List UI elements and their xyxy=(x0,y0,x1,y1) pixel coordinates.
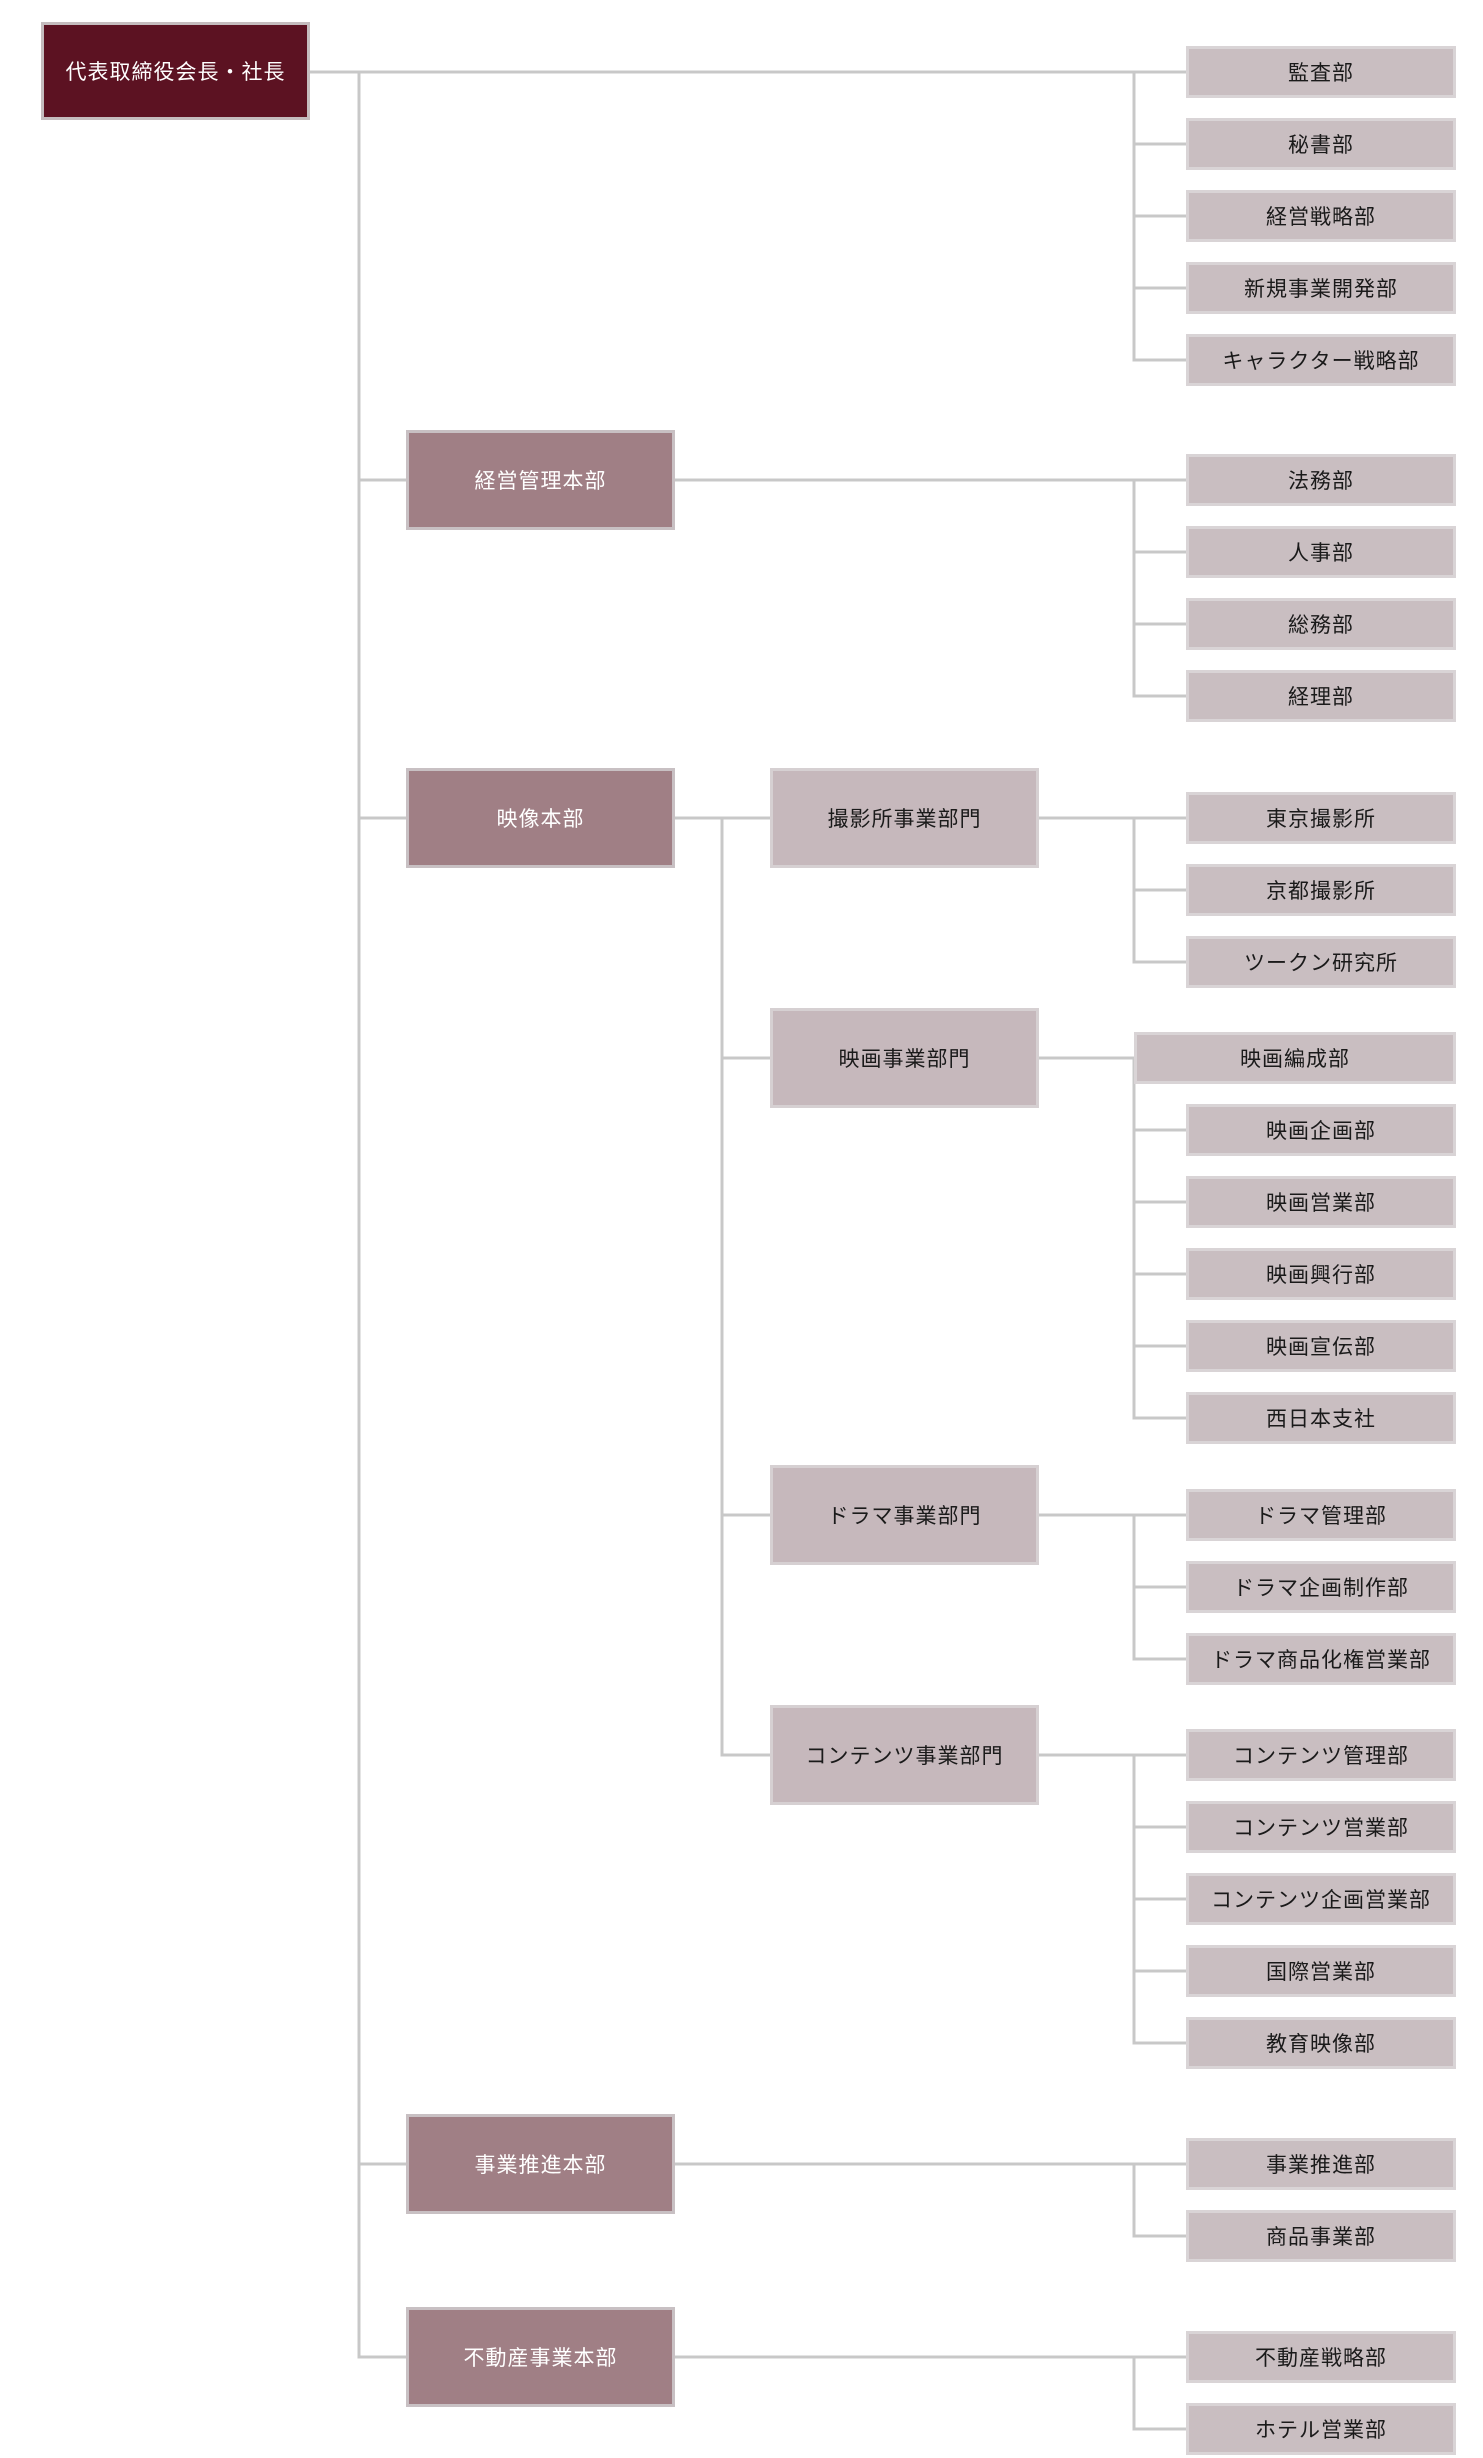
dept-drama-licensing: ドラマ商品化権営業部 xyxy=(1186,1633,1456,1685)
dept-hr: 人事部 xyxy=(1186,526,1456,578)
dept-hotel-sales: ホテル営業部 xyxy=(1186,2403,1456,2455)
root-box: 代表取締役会長・社長 xyxy=(41,22,310,120)
dept-business-promotion: 事業推進部 xyxy=(1186,2138,1456,2190)
dept-west-japan-branch: 西日本支社 xyxy=(1186,1392,1456,1444)
dept-corporate-strategy: 経営戦略部 xyxy=(1186,190,1456,242)
hq-business-promotion: 事業推進本部 xyxy=(406,2114,675,2214)
dept-studio-lab: ツークン研究所 xyxy=(1186,936,1456,988)
division-content: コンテンツ事業部門 xyxy=(770,1705,1039,1805)
division-film: 映画事業部門 xyxy=(770,1008,1039,1108)
dept-general-affairs: 総務部 xyxy=(1186,598,1456,650)
dept-accounting: 経理部 xyxy=(1186,670,1456,722)
dept-film-planning: 映画企画部 xyxy=(1186,1104,1456,1156)
dept-kyoto-studio: 京都撮影所 xyxy=(1186,864,1456,916)
hq-management: 経営管理本部 xyxy=(406,430,675,530)
dept-educational-video: 教育映像部 xyxy=(1186,2017,1456,2069)
dept-film-programming: 映画編成部 xyxy=(1134,1032,1456,1084)
dept-international-sales: 国際営業部 xyxy=(1186,1945,1456,1997)
dept-legal: 法務部 xyxy=(1186,454,1456,506)
dept-drama-management: ドラマ管理部 xyxy=(1186,1489,1456,1541)
dept-content-management: コンテンツ管理部 xyxy=(1186,1729,1456,1781)
hq-visual: 映像本部 xyxy=(406,768,675,868)
division-studio: 撮影所事業部門 xyxy=(770,768,1039,868)
dept-secretary: 秘書部 xyxy=(1186,118,1456,170)
dept-film-exhibition: 映画興行部 xyxy=(1186,1248,1456,1300)
dept-real-estate-strategy: 不動産戦略部 xyxy=(1186,2331,1456,2383)
hq-real-estate: 不動産事業本部 xyxy=(406,2307,675,2407)
dept-drama-production: ドラマ企画制作部 xyxy=(1186,1561,1456,1613)
dept-character-strategy: キャラクター戦略部 xyxy=(1186,334,1456,386)
dept-content-planning-sales: コンテンツ企画営業部 xyxy=(1186,1873,1456,1925)
division-drama: ドラマ事業部門 xyxy=(770,1465,1039,1565)
dept-audit: 監査部 xyxy=(1186,46,1456,98)
dept-new-business: 新規事業開発部 xyxy=(1186,262,1456,314)
dept-film-promotion: 映画宣伝部 xyxy=(1186,1320,1456,1372)
dept-film-sales: 映画営業部 xyxy=(1186,1176,1456,1228)
dept-tokyo-studio: 東京撮影所 xyxy=(1186,792,1456,844)
dept-content-sales: コンテンツ営業部 xyxy=(1186,1801,1456,1853)
dept-merchandise: 商品事業部 xyxy=(1186,2210,1456,2262)
